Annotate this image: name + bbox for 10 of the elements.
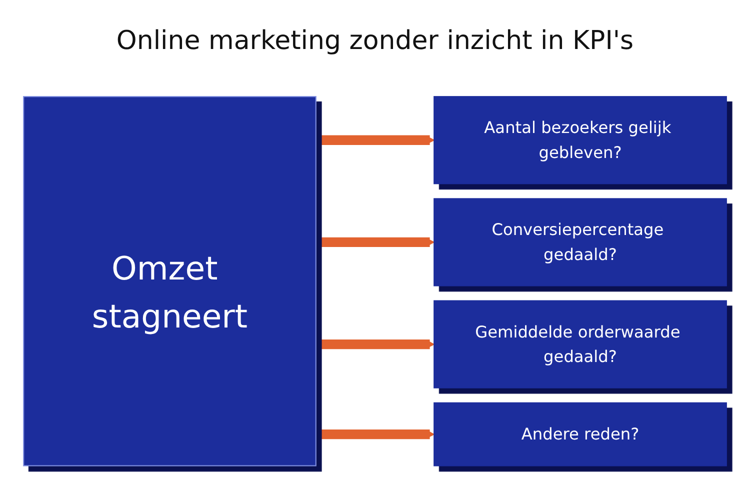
arrow	[316, 237, 435, 247]
process-box: Omzet stagneert	[23, 96, 316, 466]
arrow	[316, 135, 435, 145]
arrow	[316, 339, 435, 349]
question-box: Andere reden?	[434, 402, 727, 466]
question-box: Aantal bezoekers gelijk gebleven?	[434, 96, 727, 184]
question-box: Gemiddelde orderwaarde gedaald?	[434, 300, 727, 388]
arrow	[316, 429, 435, 439]
question-box: Conversiepercentage gedaald?	[434, 198, 727, 286]
diagram-title: Online marketing zonder inzicht in KPI's	[116, 26, 634, 56]
